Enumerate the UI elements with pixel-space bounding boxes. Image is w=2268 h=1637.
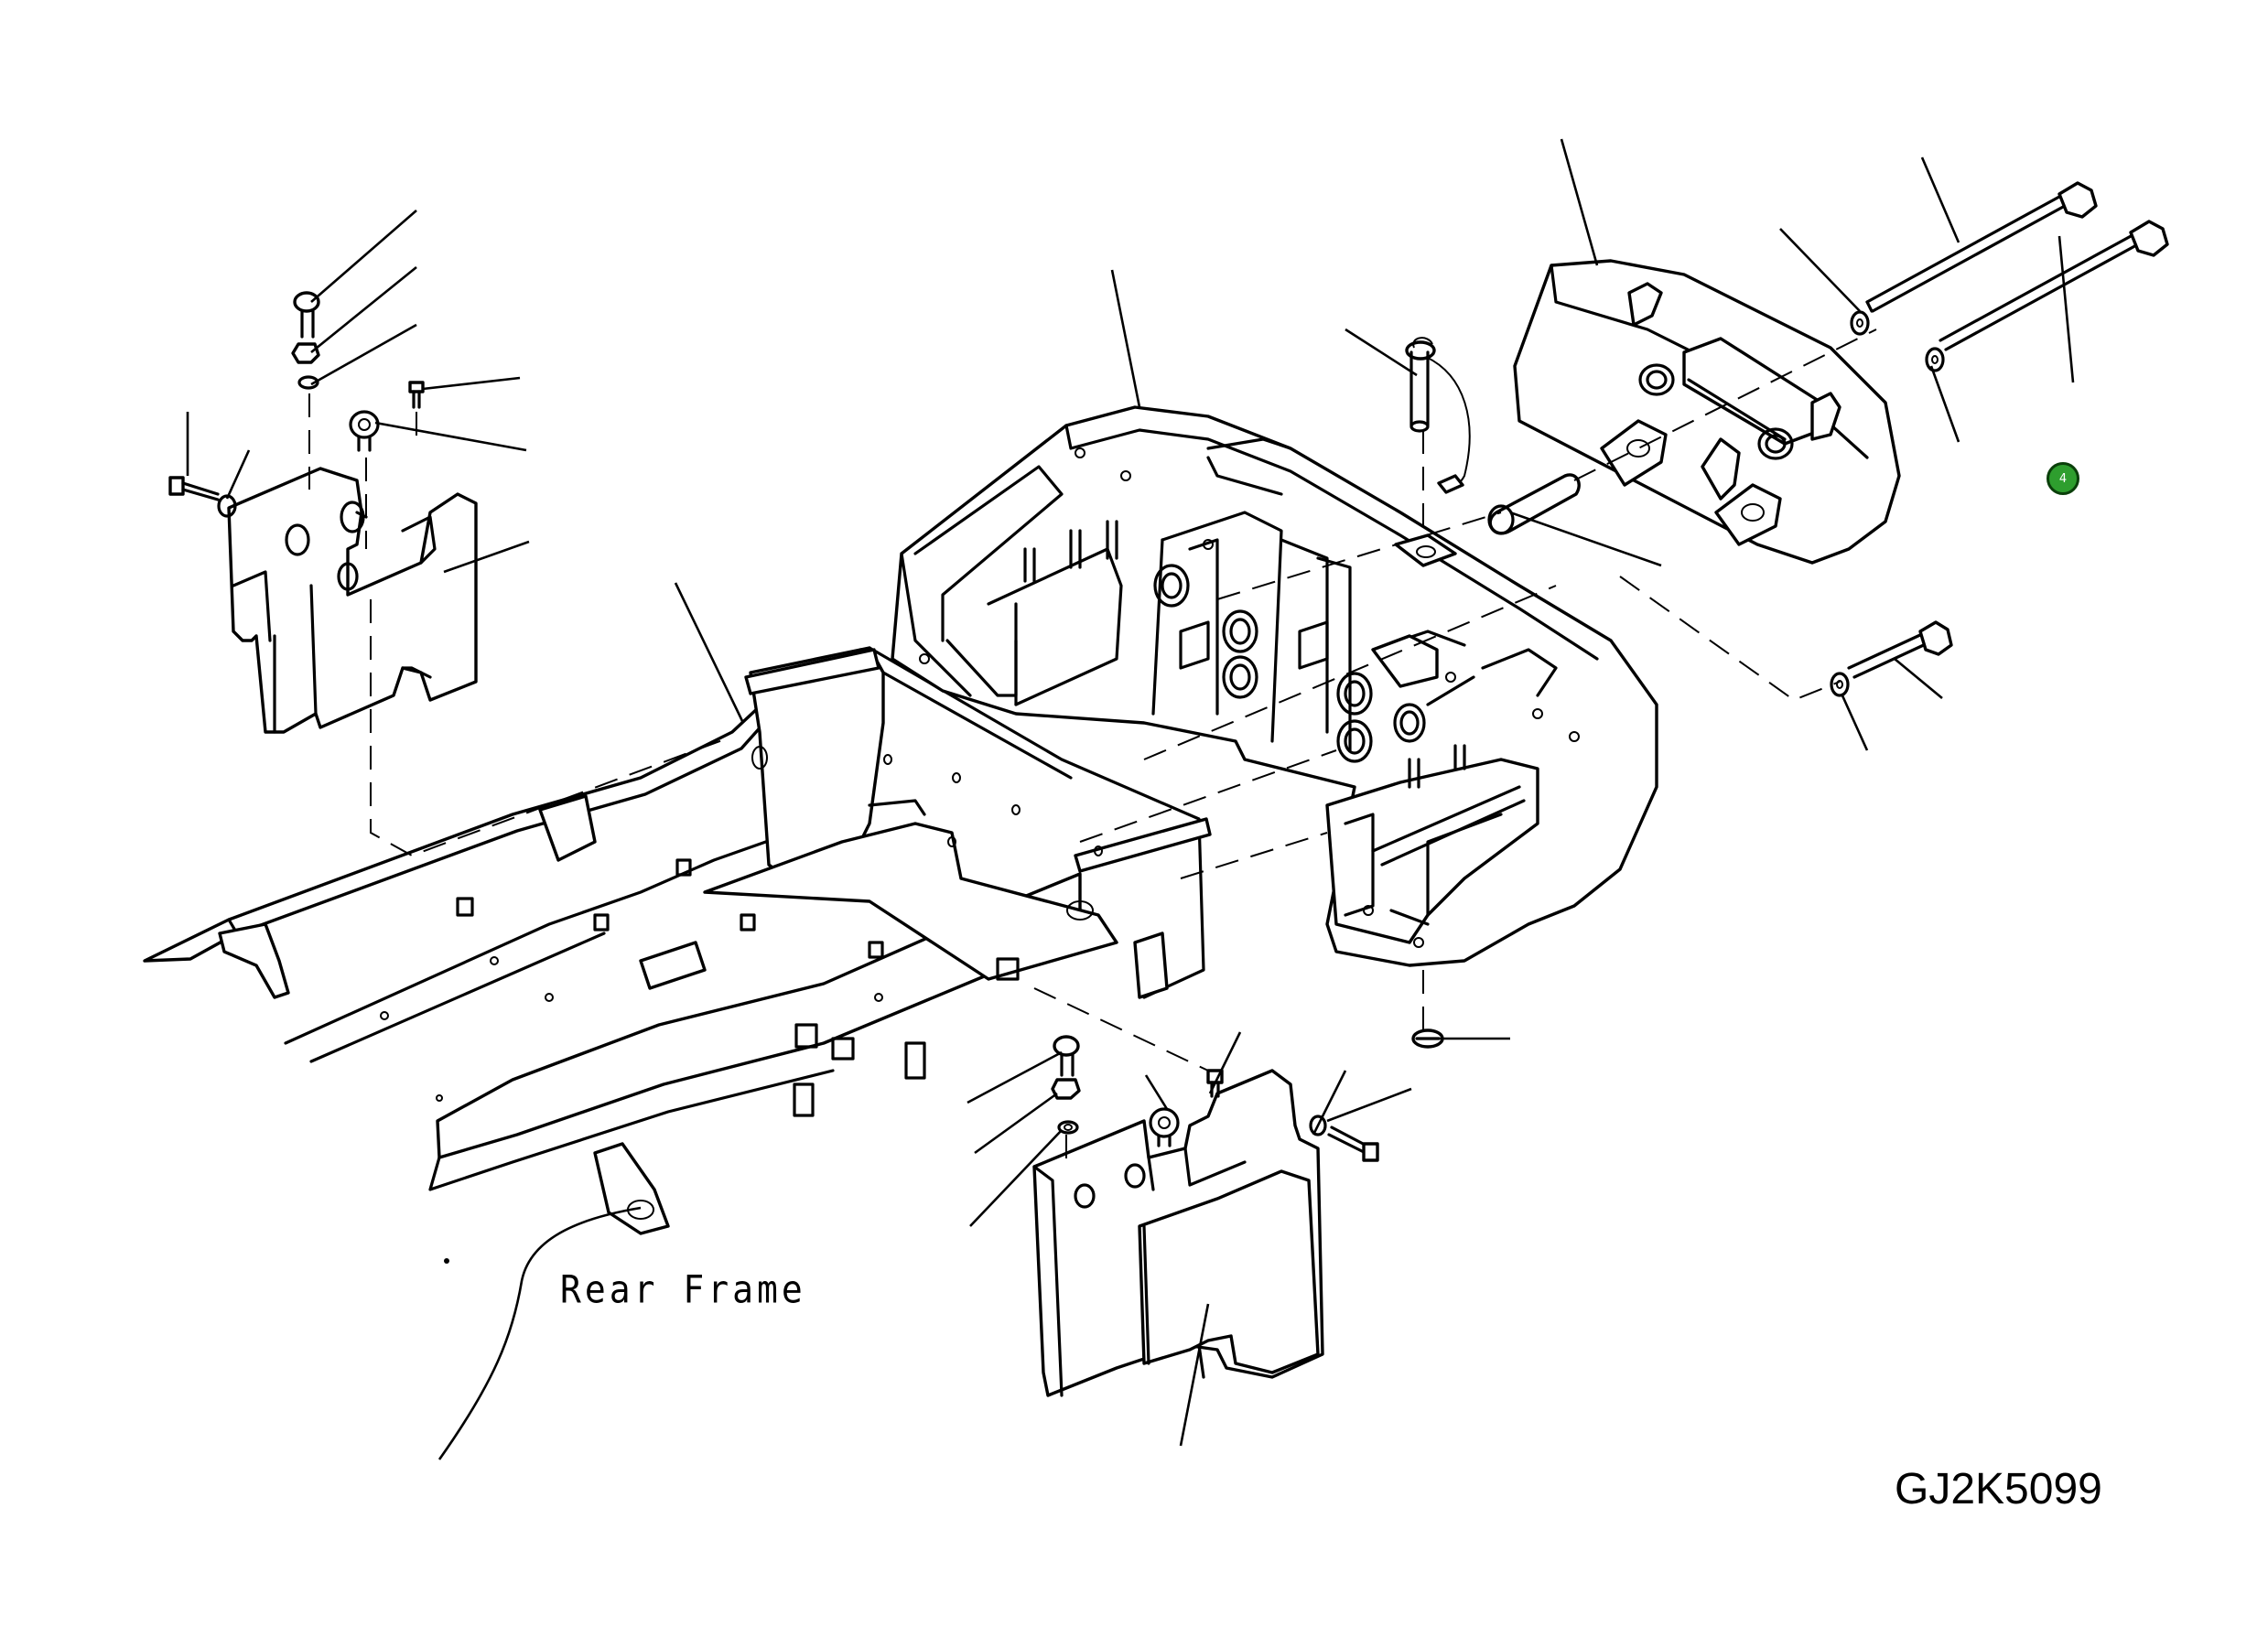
washers [1830,310,1945,697]
rear-frame-label: Rear Frame [560,1267,806,1312]
callout-4-badge[interactable]: 4 [2047,462,2079,495]
spacer-collar [1487,473,1581,535]
rear-frame [143,646,1212,1264]
right-side-weight-lower [1032,1035,1379,1397]
long-bolt-1 [1865,181,2098,313]
leader-lines [186,138,2075,1460]
short-bolt [1847,620,1953,679]
drawing-code-label: GJ2K5099 [1895,1465,2102,1513]
assembly-guide-lines [308,328,1877,1167]
counterweight-main-body [891,405,1658,967]
left-side-weight-upper [168,291,478,734]
rear-counterweight-plate [1513,259,1901,565]
lock-pin [1405,337,1471,494]
long-bolt-2 [1939,220,2169,351]
